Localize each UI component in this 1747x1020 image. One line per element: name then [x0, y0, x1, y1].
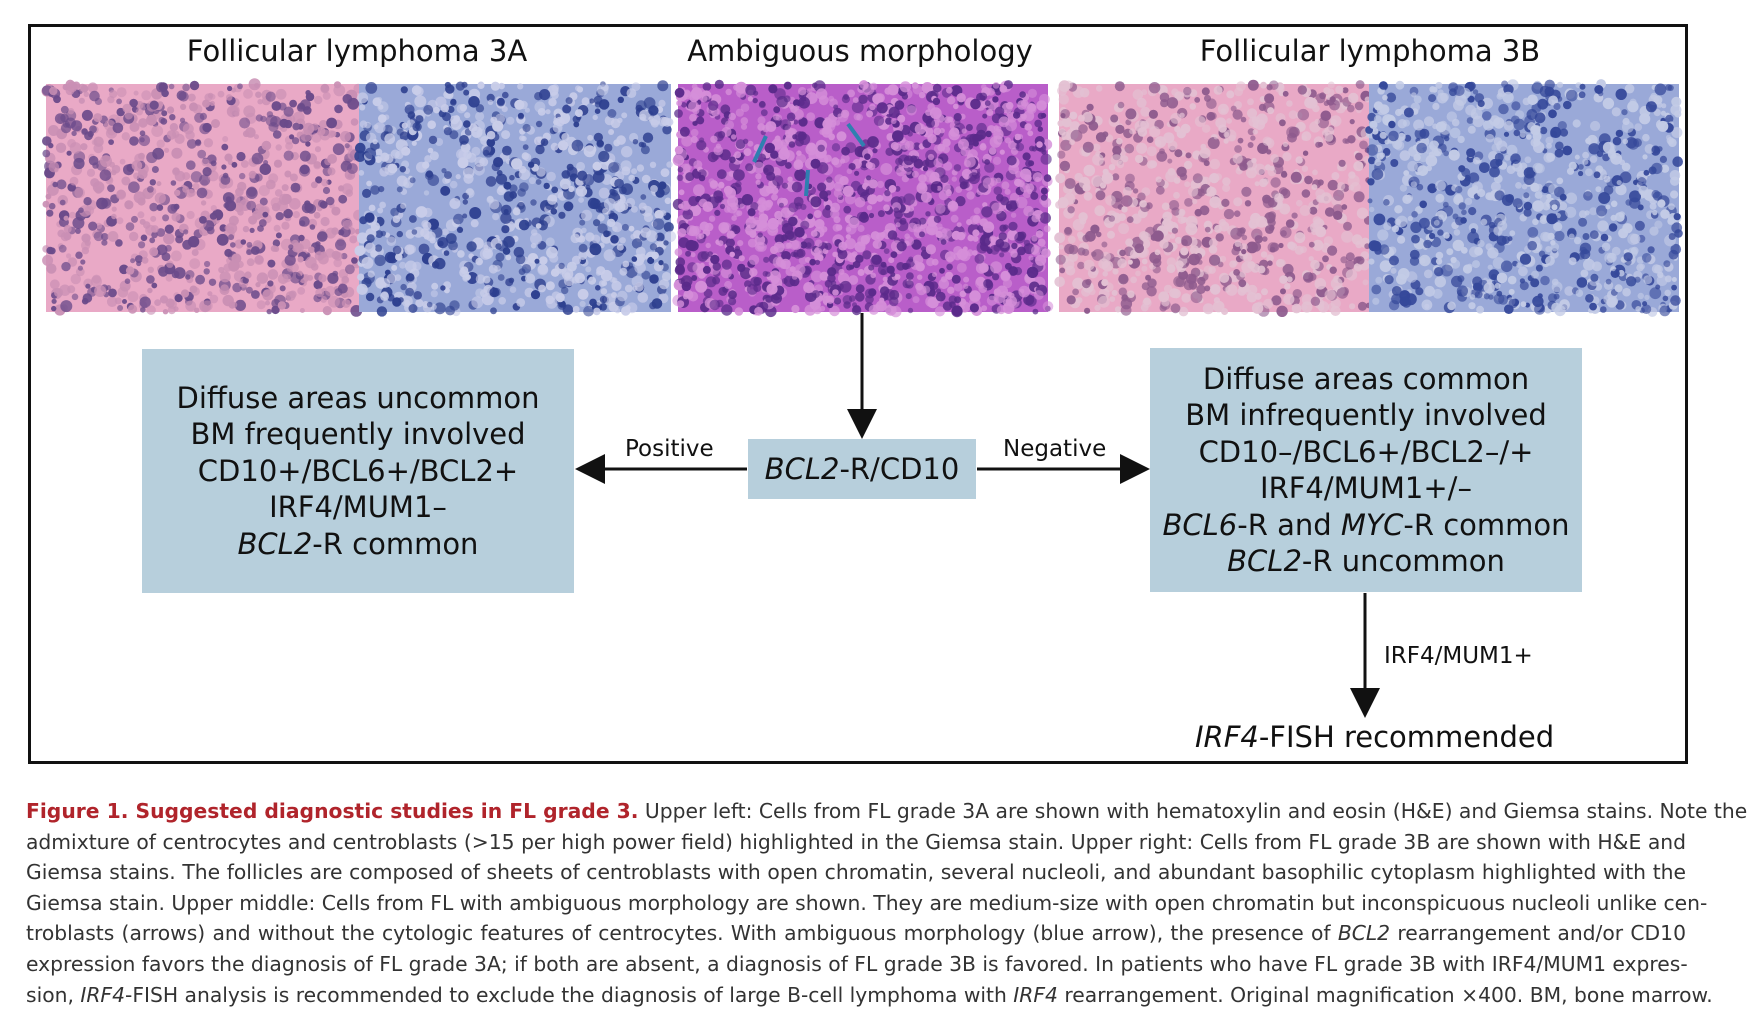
micrograph-3b-he: [1054, 79, 1373, 317]
box-3b-line-6: BCL2-R uncommon: [1227, 544, 1505, 578]
figure-caption: Figure 1. Suggested diagnostic studies i…: [26, 796, 1747, 1010]
micrograph-ambiguous-he: [672, 79, 1054, 318]
box-3b-line-2: BM infrequently involved: [1185, 398, 1547, 432]
box-3a-line-4: IRF4/MUM1–: [269, 490, 447, 525]
caption-line-4: Giemsa stain. Upper middle: Cells from F…: [26, 890, 1708, 915]
box-3a-line-1: Diffuse areas uncommon: [176, 380, 540, 415]
box-fl-3b-features: Diffuse areas common BM infrequently inv…: [1150, 348, 1582, 592]
caption-line-5: troblasts (arrows) and without the cytol…: [26, 921, 1686, 946]
box-bcl2-cd10: BCL2-R/CD10: [748, 439, 976, 499]
figure-frame: [28, 24, 1688, 764]
label-irf4-mum1: IRF4/MUM1+: [1384, 643, 1533, 669]
micrograph-3b-giemsa: [1365, 79, 1683, 317]
title-ambiguous: Ambiguous morphology: [687, 34, 1033, 68]
box-fl-3a-features: Diffuse areas uncommon BM frequently inv…: [142, 349, 574, 593]
blue-arrow-marker: [804, 169, 810, 197]
micrograph-3a-he: [41, 78, 364, 317]
blue-arrow-marker: [752, 135, 768, 163]
label-positive: Positive: [625, 436, 714, 462]
box-3b-line-4: IRF4/MUM1+/–: [1260, 471, 1472, 505]
title-fl-3a: Follicular lymphoma 3A: [186, 34, 528, 68]
caption-line-7: sion, IRF4-FISH analysis is recommended …: [26, 982, 1713, 1007]
box-center-text: BCL2-R/CD10: [764, 451, 960, 486]
box-3b-line-1: Diffuse areas common: [1202, 361, 1530, 396]
box-3a-line-3: CD10+/BCL6+/BCL2+: [197, 453, 519, 488]
caption-line-6: expression favors the diagnosis of FL gr…: [26, 951, 1688, 976]
title-fl-3b: Follicular lymphoma 3B: [1199, 34, 1541, 68]
label-negative: Negative: [1003, 436, 1107, 462]
box-3a-line-5: BCL2-R common: [237, 526, 479, 561]
box-3b-line-3: CD10–/BCL6+/BCL2–/+: [1198, 434, 1534, 469]
blue-arrow-marker: [846, 122, 866, 148]
caption-line-2: admixture of centrocytes and centroblast…: [26, 829, 1686, 854]
box-3a-line-2: BM frequently involved: [190, 417, 526, 452]
caption-line-3: Giemsa stains. The follicles are compose…: [26, 860, 1686, 885]
micrograph-3a-giemsa: [354, 80, 677, 317]
irf4-fish-recommended: IRF4-FISH recommended: [1195, 720, 1555, 754]
box-3b-line-5: BCL6-R and MYC-R common: [1162, 507, 1570, 542]
caption-line-1: Figure 1. Suggested diagnostic studies i…: [26, 799, 1747, 823]
